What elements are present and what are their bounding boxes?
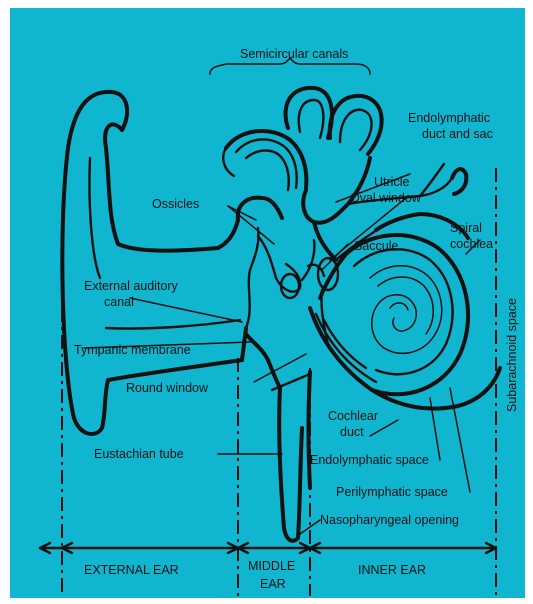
label-endolymphatic-duct-1: Endolymphatic	[408, 111, 490, 125]
external-auditory-canal	[218, 220, 246, 360]
label-oval-window: Oval window	[350, 191, 422, 205]
ossicles	[258, 236, 324, 298]
label-spiral-cochlea-1: Spiral	[450, 221, 482, 235]
label-utricle: Utricle	[374, 175, 409, 189]
middle-ear-cavity	[238, 198, 310, 541]
label-perilymphatic-space: Perilymphatic space	[336, 485, 448, 499]
label-saccule: Saccule	[354, 239, 399, 253]
diagram-frame: Semicircular canals Endolymphatic duct a…	[10, 8, 525, 598]
label-cochlear-duct-2: duct	[340, 425, 364, 439]
label-cochlear-duct-1: Cochlear	[328, 409, 378, 423]
label-tympanic-membrane: Tympanic membrane	[74, 343, 191, 357]
region-external-ear: EXTERNAL EAR	[84, 563, 179, 577]
label-external-auditory-canal-2: canal	[104, 295, 134, 309]
label-external-auditory-canal-1: External auditory	[84, 279, 179, 293]
region-inner-ear: INNER EAR	[358, 563, 426, 577]
ear-anatomy-diagram: Semicircular canals Endolymphatic duct a…	[10, 8, 525, 598]
label-endolymphatic-duct-2: duct and sac	[422, 127, 493, 141]
label-endolymphatic-space: Endolymphatic space	[310, 453, 429, 467]
label-semicircular-canals: Semicircular canals	[240, 47, 348, 61]
region-middle-ear-2: EAR	[260, 577, 286, 591]
label-ossicles: Ossicles	[152, 197, 199, 211]
label-subarachnoid-space: Subarachnoid space	[505, 298, 519, 412]
region-arrows	[40, 543, 496, 553]
label-spiral-cochlea-2: cochlea	[450, 237, 493, 251]
label-nasopharyngeal-opening: Nasopharyngeal opening	[320, 513, 459, 527]
label-round-window: Round window	[126, 381, 209, 395]
label-eustachian-tube: Eustachian tube	[94, 447, 184, 461]
region-middle-ear-1: MIDDLE	[248, 559, 295, 573]
